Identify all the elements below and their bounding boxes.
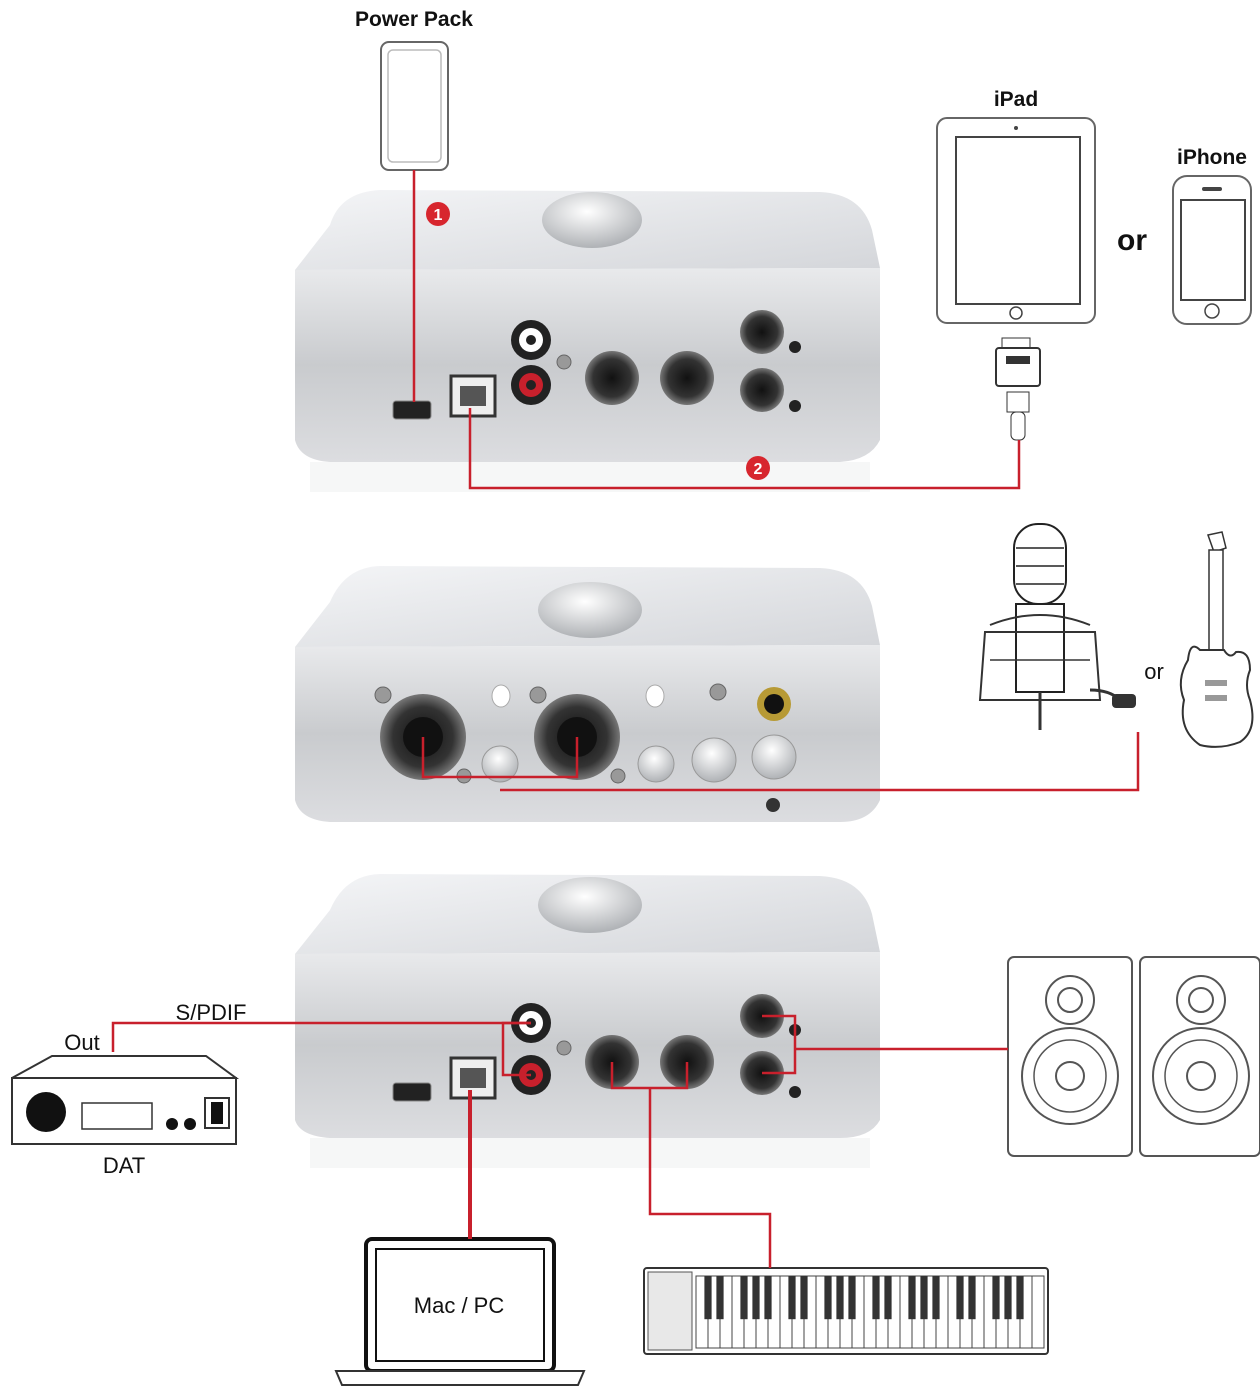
cable-lines: [111, 170, 1140, 1268]
black-key: [716, 1276, 724, 1320]
ipad-label: iPad: [994, 88, 1038, 111]
black-key: [1004, 1276, 1012, 1320]
black-key: [824, 1276, 832, 1320]
black-key: [740, 1276, 748, 1320]
black-key: [992, 1276, 1000, 1320]
or-label-devices: or: [1117, 224, 1147, 257]
black-key: [932, 1276, 940, 1320]
black-key: [704, 1276, 712, 1320]
black-key: [800, 1276, 808, 1320]
dock-connector-icon: [995, 337, 1041, 387]
out-label: Out: [64, 1030, 99, 1055]
spdif-label: S/PDIF: [176, 1000, 247, 1025]
white-key: [1031, 1275, 1045, 1349]
microphone-icon: [978, 523, 1136, 730]
step-badge-2: 2: [746, 456, 770, 480]
or-label-instruments: or: [1144, 659, 1164, 684]
power-pack-label: Power Pack: [355, 8, 473, 31]
dat-recorder-icon: [11, 1055, 240, 1145]
input-cable: [421, 737, 579, 779]
ipad-icon: [936, 117, 1096, 324]
mac-pc-label: Mac / PC: [414, 1293, 505, 1318]
studio-monitor-left-icon: [1007, 956, 1133, 1157]
mic-guitar-cable: [500, 732, 1140, 792]
speaker-cable: [762, 1014, 797, 1075]
black-key: [848, 1276, 856, 1320]
audio-interface-rear-bottom: [295, 874, 880, 1168]
black-key: [752, 1276, 760, 1320]
black-key: [908, 1276, 916, 1320]
black-key: [884, 1276, 892, 1320]
spdif-out-link: [501, 1021, 531, 1077]
studio-monitor-right-icon: [1139, 956, 1260, 1157]
audio-interface-front: [295, 566, 880, 822]
step-badge-1-label: 1: [434, 207, 443, 224]
audio-interface-rear-top: [295, 190, 880, 492]
step-badge-2-label: 2: [754, 461, 763, 478]
laptop-icon: [334, 1237, 586, 1386]
midi-keyboard-icon: [643, 1267, 1049, 1355]
black-key: [872, 1276, 880, 1320]
midi-keyboard-cable: [648, 1088, 772, 1268]
usb-plug-icon: [1006, 391, 1030, 441]
black-key: [788, 1276, 796, 1320]
black-key: [764, 1276, 772, 1320]
usb-to-ipad-cable: [468, 408, 1021, 490]
spdif-cable: [111, 1021, 531, 1052]
iphone-label: iPhone: [1177, 146, 1247, 169]
step-badge-1: 1: [426, 202, 450, 226]
iphone-icon: [1172, 175, 1252, 325]
dat-label: DAT: [103, 1153, 145, 1178]
black-key: [968, 1276, 976, 1320]
power-pack-icon: [380, 41, 449, 171]
black-key: [920, 1276, 928, 1320]
black-key: [956, 1276, 964, 1320]
electric-guitar-icon: [1179, 531, 1254, 748]
black-key: [1016, 1276, 1024, 1320]
black-key: [836, 1276, 844, 1320]
